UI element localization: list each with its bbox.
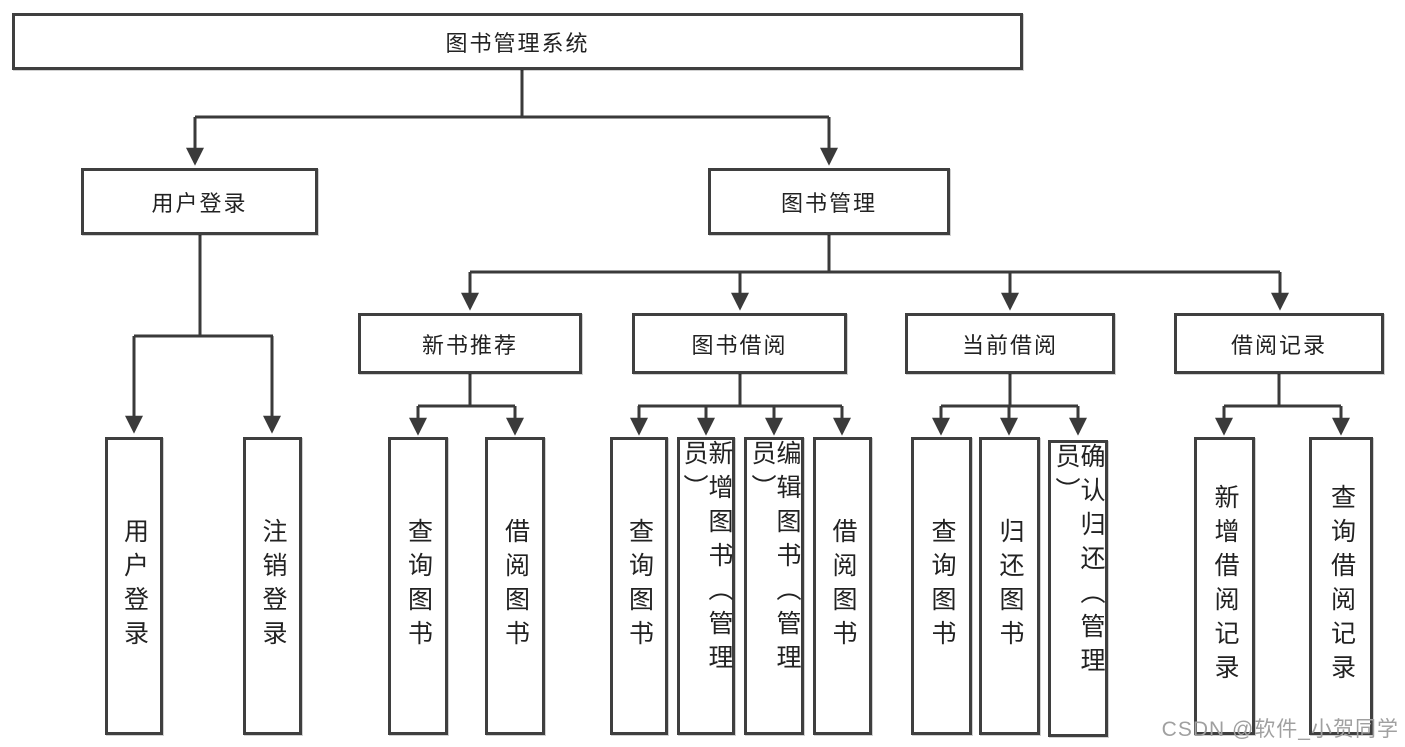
leaf-query-books-recommend-label: 查询图书	[404, 518, 433, 654]
leaf-add-book-admin: 新增图书（管理员）	[677, 437, 735, 735]
leaf-query-borrow-record: 查询借阅记录	[1309, 437, 1373, 735]
leaf-logout: 注销登录	[243, 437, 302, 735]
leaf-user-login: 用户登录	[105, 437, 163, 735]
csdn-watermark: CSDN @软件_小贺同学	[1161, 718, 1399, 741]
leaf-edit-book-admin: 编辑图书（管理员）	[744, 437, 804, 735]
node-borrowing-records: 借阅记录	[1174, 313, 1384, 374]
leaf-add-borrow-record: 新增借阅记录	[1194, 437, 1255, 735]
leaf-query-borrow-record-label: 查询借阅记录	[1327, 484, 1356, 688]
node-book-borrowing: 图书借阅	[632, 313, 847, 374]
leaf-logout-label: 注销登录	[259, 518, 287, 654]
leaf-query-books-current-label: 查询图书	[928, 518, 956, 654]
node-book-borrowing-label: 图书借阅	[691, 332, 788, 358]
leaf-user-login-label: 用户登录	[120, 518, 149, 654]
node-root-label: 图书管理系统	[445, 30, 590, 56]
node-new-book-recommendation: 新书推荐	[358, 313, 582, 374]
leaf-borrow-books-recommend: 借阅图书	[485, 437, 545, 735]
leaf-query-books-recommend: 查询图书	[388, 437, 448, 735]
node-root: 图书管理系统	[12, 13, 1023, 70]
leaf-add-book-admin-label: 新增图书（管理员）	[680, 440, 733, 678]
leaf-query-books-current: 查询图书	[911, 437, 972, 735]
leaf-edit-book-admin-label: 编辑图书（管理员）	[748, 440, 801, 678]
node-user-login: 用户登录	[81, 168, 318, 235]
leaf-return-books: 归还图书	[979, 437, 1040, 735]
leaf-confirm-return-admin: 确认归还（管理员）	[1048, 440, 1108, 737]
leaf-query-books-borrowing-label: 查询图书	[625, 518, 654, 654]
leaf-add-borrow-record-label: 新增借阅记录	[1211, 484, 1239, 688]
leaf-return-books-label: 归还图书	[996, 518, 1024, 654]
leaf-borrow-books-borrowing-label: 借阅图书	[829, 518, 857, 654]
leaf-query-books-borrowing: 查询图书	[610, 437, 668, 735]
leaf-borrow-books-borrowing: 借阅图书	[813, 437, 872, 735]
node-new-book-recommendation-label: 新书推荐	[421, 332, 518, 358]
leaf-borrow-books-recommend-label: 借阅图书	[501, 518, 530, 654]
node-current-borrowing: 当前借阅	[905, 313, 1115, 374]
node-borrowing-records-label: 借阅记录	[1230, 332, 1327, 358]
node-book-management: 图书管理	[708, 168, 950, 235]
node-book-management-label: 图书管理	[780, 190, 877, 216]
node-user-login-label: 用户登录	[151, 190, 248, 216]
leaf-confirm-return-admin-label: 确认归还（管理员）	[1052, 443, 1105, 681]
node-current-borrowing-label: 当前借阅	[961, 332, 1058, 358]
